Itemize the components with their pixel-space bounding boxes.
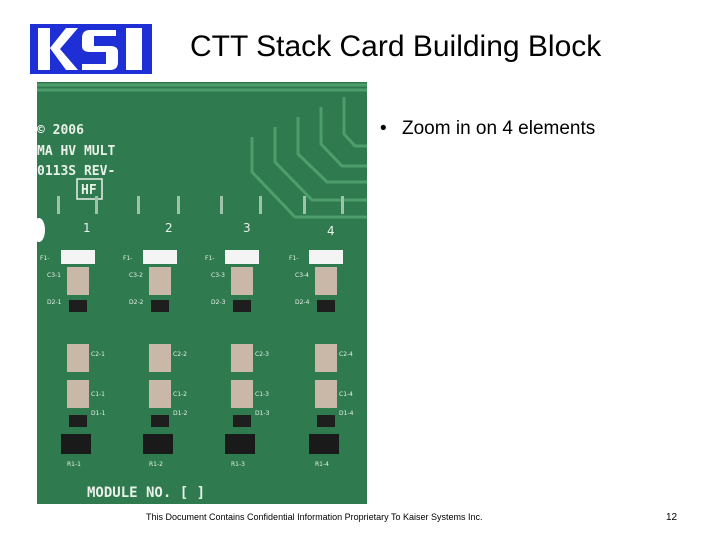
confidential-footer: This Document Contains Confidential Info… bbox=[146, 512, 483, 522]
label-r1-1: R1-1 bbox=[67, 461, 81, 468]
page-number: 12 bbox=[666, 512, 678, 523]
board-text-module: MODULE NO. [ ] bbox=[87, 485, 205, 501]
channel-number-4: 4 bbox=[327, 224, 335, 238]
label-c1-4: C1-4 bbox=[339, 391, 353, 398]
label-c2-4: C2-4 bbox=[339, 351, 353, 358]
label-c1-2: C1-2 bbox=[173, 391, 187, 398]
board-text-copyright: © 2006 bbox=[37, 123, 84, 138]
label-c3-4: C3-4 bbox=[295, 272, 309, 279]
label-f1-2: F1- bbox=[123, 255, 132, 262]
label-d2-4: D2-4 bbox=[295, 299, 310, 306]
label-c2-3: C2-3 bbox=[255, 351, 269, 358]
channel-number-3: 3 bbox=[243, 221, 251, 235]
label-c2-1: C2-1 bbox=[91, 351, 105, 358]
label-d1-2: D1-2 bbox=[173, 410, 188, 417]
label-r1-4: R1-4 bbox=[315, 461, 329, 468]
bullet-item: • Zoom in on 4 elements bbox=[380, 118, 595, 140]
label-c1-1: C1-1 bbox=[91, 391, 105, 398]
label-d2-3: D2-3 bbox=[211, 299, 226, 306]
label-c2-2: C2-2 bbox=[173, 351, 187, 358]
label-c3-2: C3-2 bbox=[129, 272, 143, 279]
label-c3-1: C3-1 bbox=[47, 272, 61, 279]
board-text-hf: HF bbox=[81, 183, 97, 198]
label-r1-2: R1-2 bbox=[149, 461, 163, 468]
label-c3-3: C3-3 bbox=[211, 272, 225, 279]
label-d1-1: D1-1 bbox=[91, 410, 106, 417]
label-r1-3: R1-3 bbox=[231, 461, 245, 468]
board-text-rev: 0113S REV- bbox=[37, 164, 115, 179]
module-column-4: F1- C3-4 D2-4 C2-4 C1-4 D1-4 R1-4 bbox=[289, 196, 354, 468]
module-column-2: F1- C3-2 D2-2 C2-2 C1-2 D1-2 R1-2 bbox=[123, 196, 188, 468]
channel-number-2: 2 bbox=[165, 221, 173, 235]
module-column-3: F1- C3-3 D2-3 C2-3 C1-3 D1-3 R1-3 bbox=[205, 196, 270, 468]
label-d2-2: D2-2 bbox=[129, 299, 144, 306]
bullet-dot-icon: • bbox=[380, 118, 387, 139]
label-f1-4: F1- bbox=[289, 255, 298, 262]
slide-title: CTT Stack Card Building Block bbox=[190, 30, 602, 63]
label-d1-3: D1-3 bbox=[255, 410, 270, 417]
label-c1-3: C1-3 bbox=[255, 391, 269, 398]
module-column-1: F1- C3-1 D2-1 C2-1 C1-1 D1-1 R1-1 bbox=[40, 196, 106, 468]
channel-number-1: 1 bbox=[83, 221, 91, 235]
bullet-list: • Zoom in on 4 elements bbox=[380, 118, 595, 140]
board-text-name: MA HV MULT bbox=[37, 144, 115, 159]
circuit-board-photo: © 2006 MA HV MULT 0113S REV- HF MODULE N… bbox=[37, 82, 367, 504]
bullet-text: Zoom in on 4 elements bbox=[402, 118, 596, 139]
label-f1-1: F1- bbox=[40, 255, 49, 262]
label-d1-4: D1-4 bbox=[339, 410, 354, 417]
label-f1-3: F1- bbox=[205, 255, 214, 262]
ksi-logo bbox=[30, 24, 152, 74]
label-d2-1: D2-1 bbox=[47, 299, 62, 306]
